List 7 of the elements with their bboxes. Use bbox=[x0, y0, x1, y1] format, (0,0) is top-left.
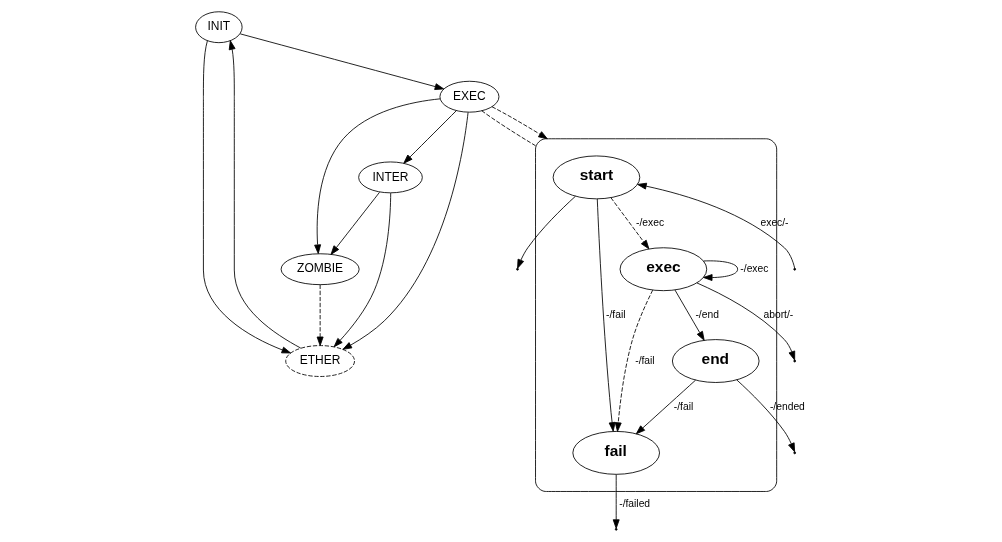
edge-label: -/fail bbox=[605, 308, 625, 320]
edge-label: -/exec bbox=[739, 262, 768, 274]
edge-label: -/failed bbox=[618, 497, 650, 509]
edge-label: -/fail bbox=[673, 400, 693, 412]
edge-label: -/end bbox=[694, 308, 719, 320]
edge-label: -/fail bbox=[634, 354, 655, 366]
edge-label: -/exec bbox=[635, 216, 664, 228]
